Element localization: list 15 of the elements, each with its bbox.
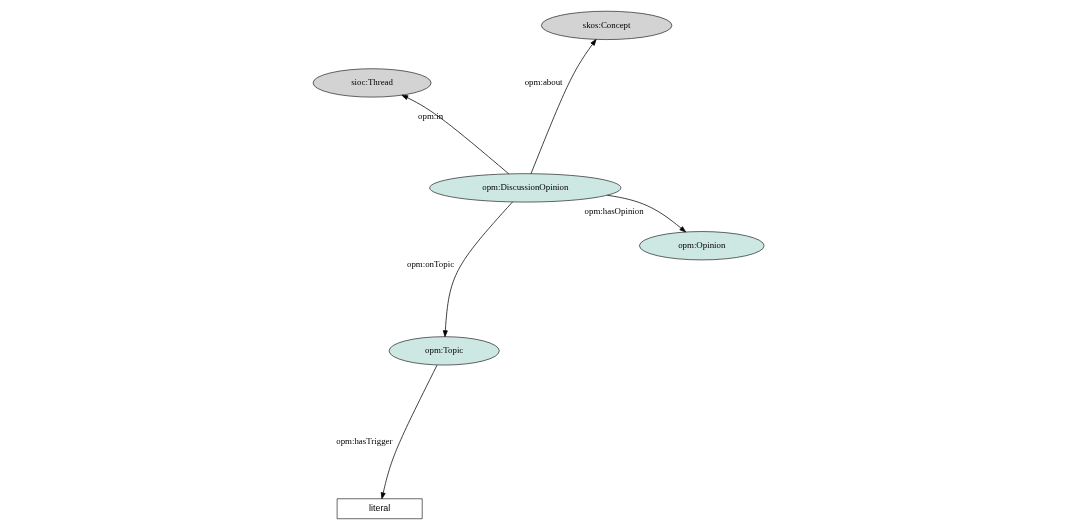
arrow: [607, 194, 687, 233]
node-ellipse: opm:DiscussionOpinion: [429, 173, 622, 203]
arrow: [530, 39, 597, 175]
edge-label: opm:about: [524, 76, 563, 87]
arrow: [442, 201, 513, 337]
arrow: [380, 364, 438, 500]
arrow: [401, 94, 510, 175]
node-box: literal: [336, 498, 423, 520]
edge-label: opm:hasOpinion: [584, 205, 644, 216]
node-ellipse: skos:Concept: [541, 10, 673, 40]
edge-label: opm:in: [418, 111, 444, 122]
edge-label: opm:hasTrigger: [336, 435, 393, 446]
edge-label: opm:onTopic: [406, 258, 455, 269]
node-ellipse: opm:Topic: [388, 336, 500, 366]
node-ellipse: opm:Opinion: [639, 231, 765, 261]
